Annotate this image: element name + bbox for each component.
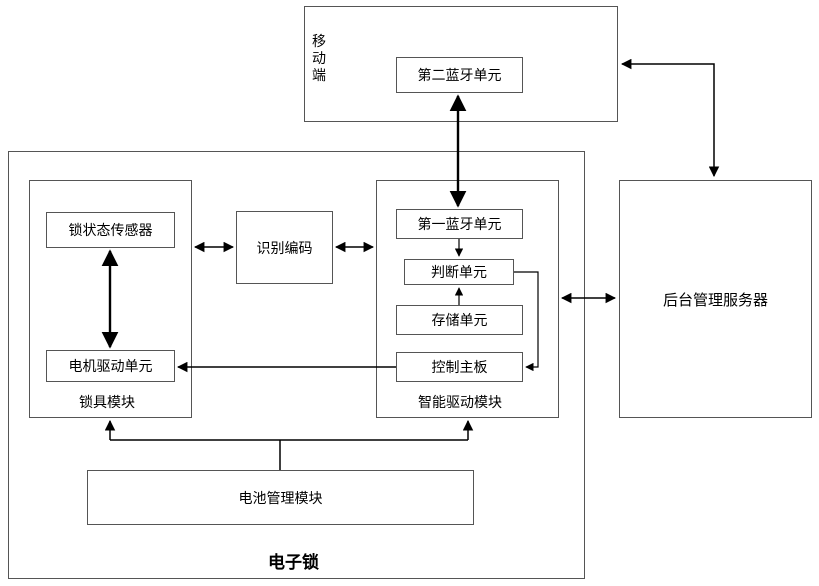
judge-board-arrow bbox=[514, 272, 538, 367]
mobile-server-link bbox=[622, 64, 714, 176]
